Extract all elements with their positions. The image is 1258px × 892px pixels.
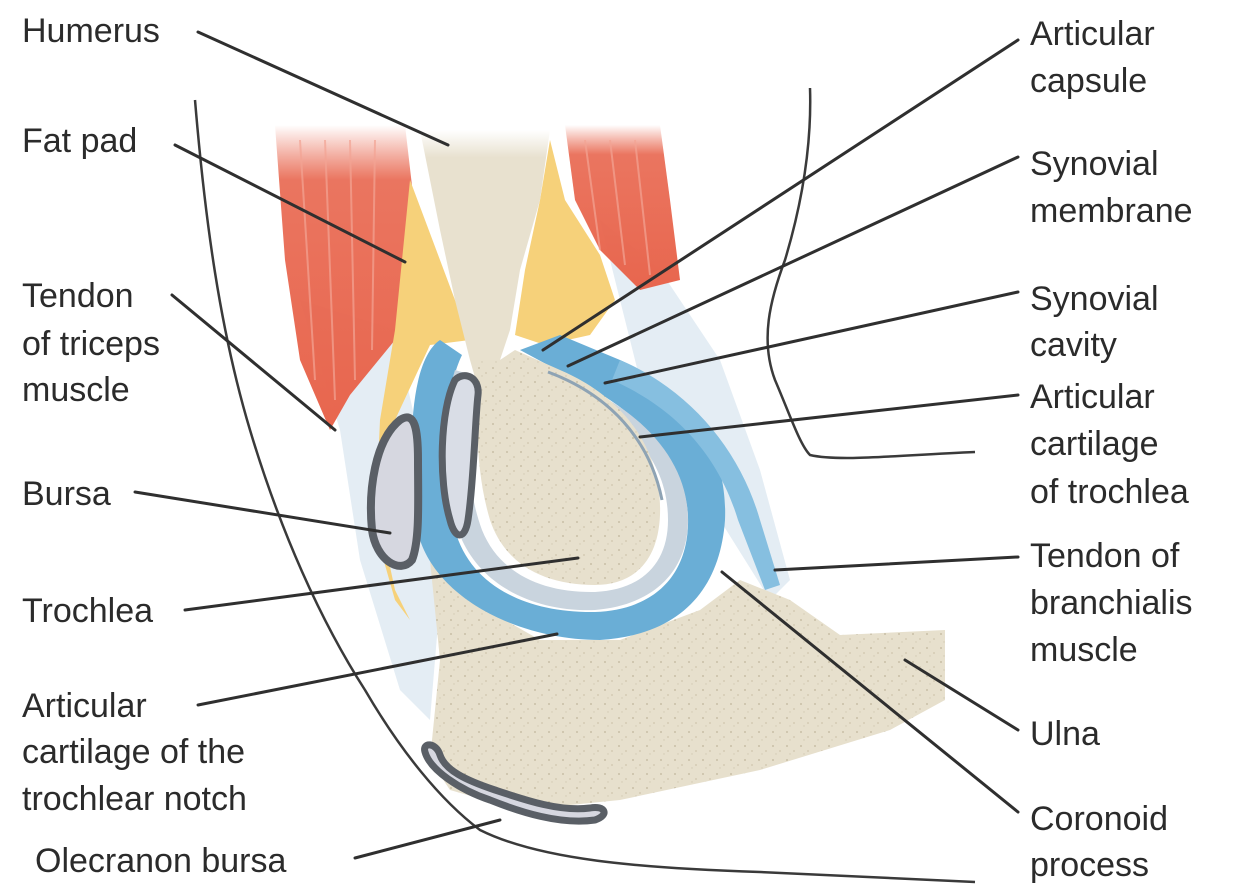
label-trochlea: Trochlea: [22, 592, 153, 630]
leader-olecranon-bursa: [355, 820, 500, 858]
label-coronoid-process: Coronoid process: [1030, 800, 1177, 884]
leader-tendon-brachialis: [775, 557, 1018, 570]
label-fat-pad: Fat pad: [22, 122, 137, 160]
label-tendon-triceps: Tendon of triceps muscle: [22, 277, 169, 409]
label-bursa: Bursa: [22, 475, 111, 513]
label-tendon-brachialis: Tendon of branchialis muscle: [1030, 537, 1202, 669]
label-synovial-cavity: Synovial cavity: [1030, 280, 1168, 364]
label-ulna: Ulna: [1030, 715, 1100, 753]
label-olecranon-bursa: Olecranon bursa: [35, 842, 286, 880]
labels-left: Humerus Fat pad Tendon of triceps muscle…: [22, 12, 286, 880]
label-humerus: Humerus: [22, 12, 160, 50]
labels-right: Articular capsule Synovial membrane Syno…: [1030, 15, 1202, 884]
illustration: [195, 88, 975, 882]
label-cartilage-trochlear-notch: Articular cartilage of the trochlear not…: [22, 687, 254, 818]
label-cartilage-trochlea: Articular cartilage of trochlea: [1030, 378, 1189, 511]
label-articular-capsule: Articular capsule: [1030, 15, 1164, 100]
label-synovial-membrane: Synovial membrane: [1030, 145, 1193, 230]
